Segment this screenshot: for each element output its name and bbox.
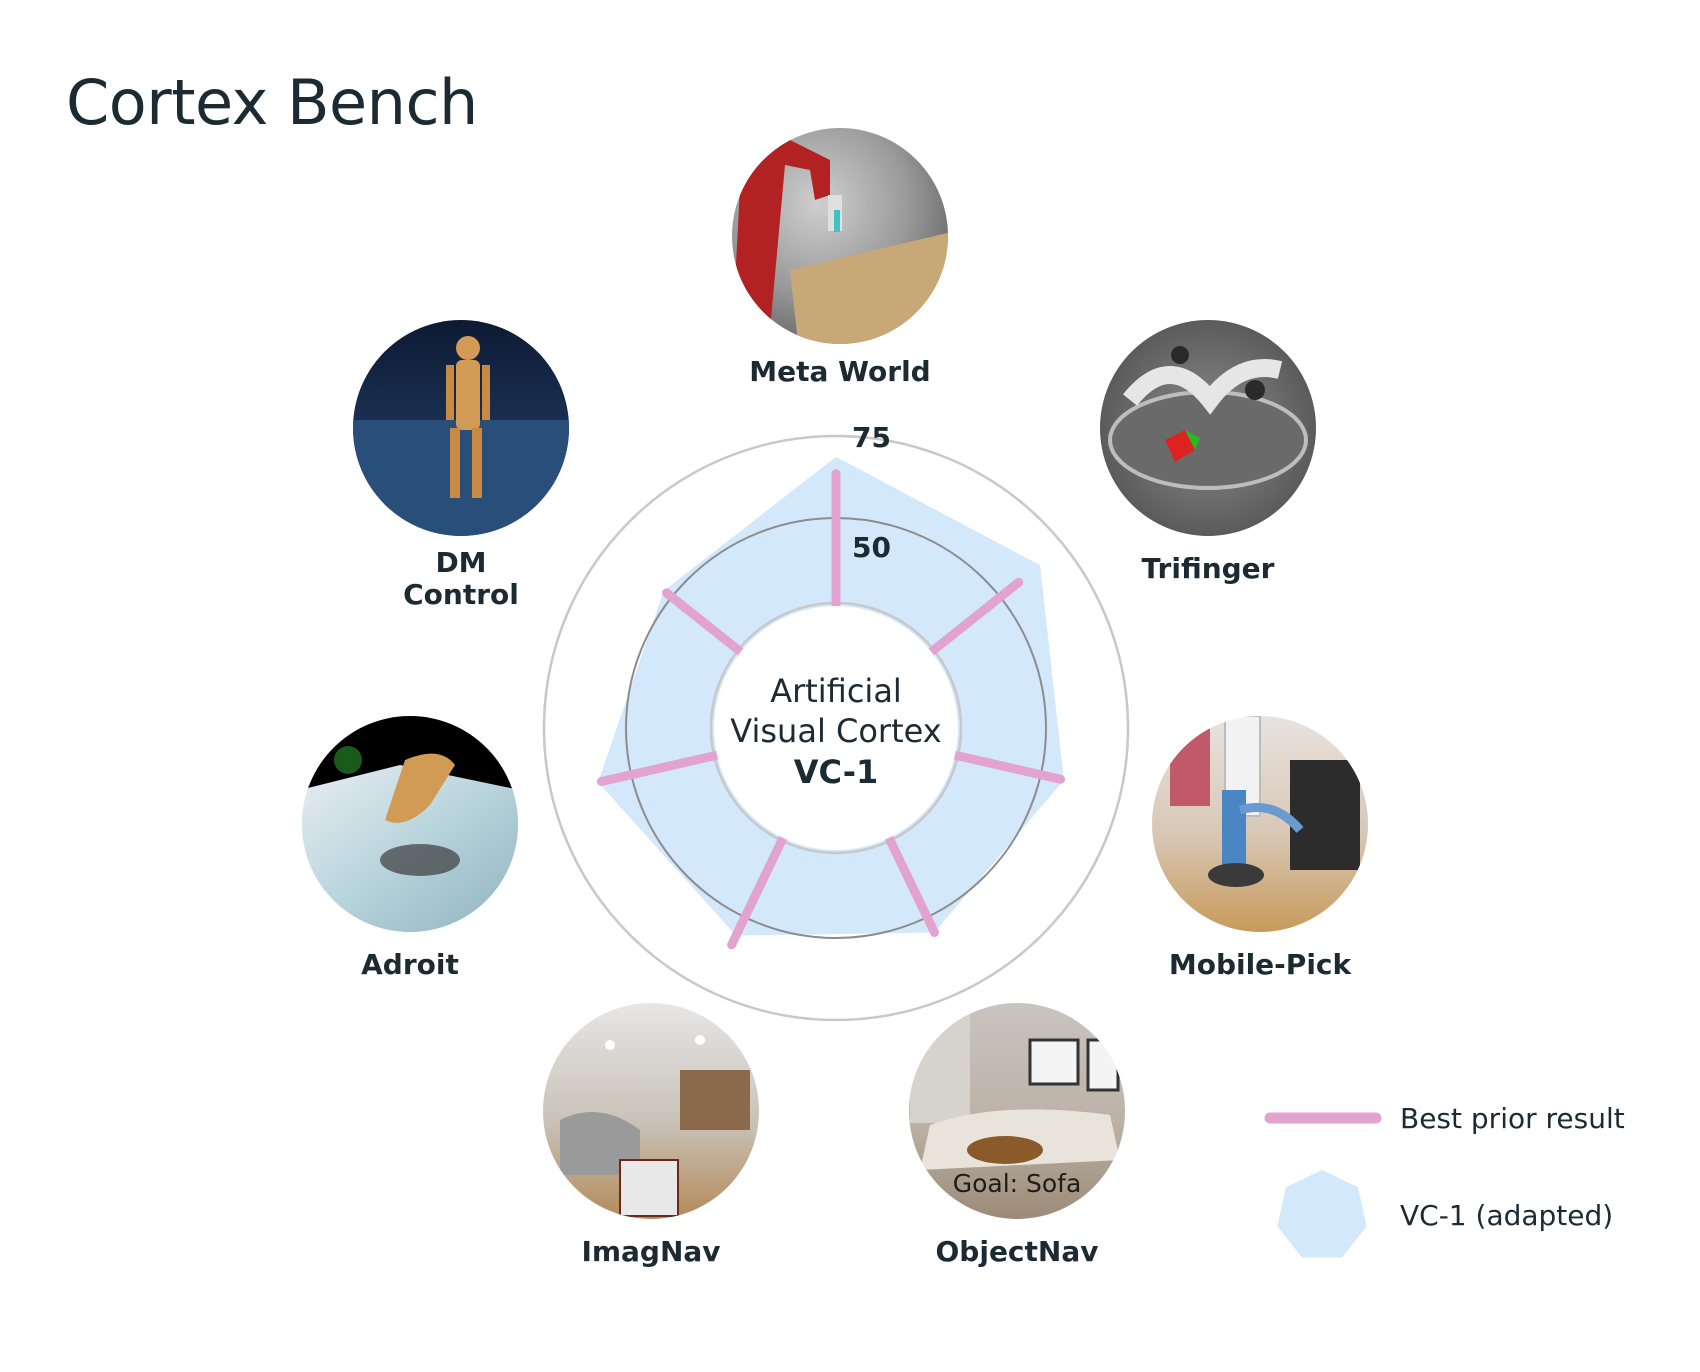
- category-label-adroit: Adroit: [361, 948, 459, 981]
- imagnav-image: [543, 1003, 759, 1219]
- meta-world-image: [732, 128, 948, 344]
- dm-control-image: [353, 320, 569, 536]
- center-line-1: Artificial: [770, 672, 902, 710]
- best-prior-spoke-trifinger: [926, 577, 1024, 657]
- grid-ring-outer: [542, 434, 1130, 1022]
- legend-swatch-vc1: [1277, 1170, 1367, 1258]
- objectnav-goal-label: Goal: Sofa: [953, 1169, 1082, 1198]
- category-label-trifinger: Trifinger: [1142, 552, 1275, 585]
- category-label-meta-world: Meta World: [749, 355, 930, 388]
- best-prior-spoke-imagnav: [727, 833, 788, 950]
- center-circle: [714, 606, 958, 850]
- legend: Best prior result VC-1 (adapted): [1264, 1102, 1625, 1258]
- category-label-dm-control-line-2: Control: [403, 578, 519, 611]
- adroit-image: [302, 716, 518, 932]
- legend-label-vc1: VC-1 (adapted): [1400, 1199, 1613, 1232]
- best-prior-spoke-mobile-pick: [950, 750, 1066, 784]
- best-prior-spoke-dm-control: [662, 588, 746, 657]
- legend-label-best-prior: Best prior result: [1400, 1102, 1625, 1135]
- best-prior-spoke-objectnav: [884, 833, 939, 937]
- category-label-imagnav: ImagNav: [581, 1235, 720, 1268]
- category-label-objectnav: ObjectNav: [936, 1235, 1099, 1268]
- page-title: Cortex Bench: [66, 66, 478, 139]
- best-prior-spokes: [596, 469, 1066, 950]
- center-line-2: Visual Cortex: [730, 712, 941, 750]
- category-label-dm-control-line-1: DM: [435, 546, 486, 579]
- trifinger-image: [1100, 320, 1316, 536]
- tick-label-50: 50: [852, 531, 891, 564]
- mobile-pick-image: [1152, 716, 1368, 932]
- category-label-mobile-pick: Mobile-Pick: [1169, 948, 1353, 981]
- best-prior-spoke-adroit: [596, 750, 722, 786]
- objectnav-image: Goal: Sofa: [909, 1003, 1125, 1219]
- center-line-3: VC-1: [794, 753, 879, 791]
- tick-label-75: 75: [852, 421, 891, 454]
